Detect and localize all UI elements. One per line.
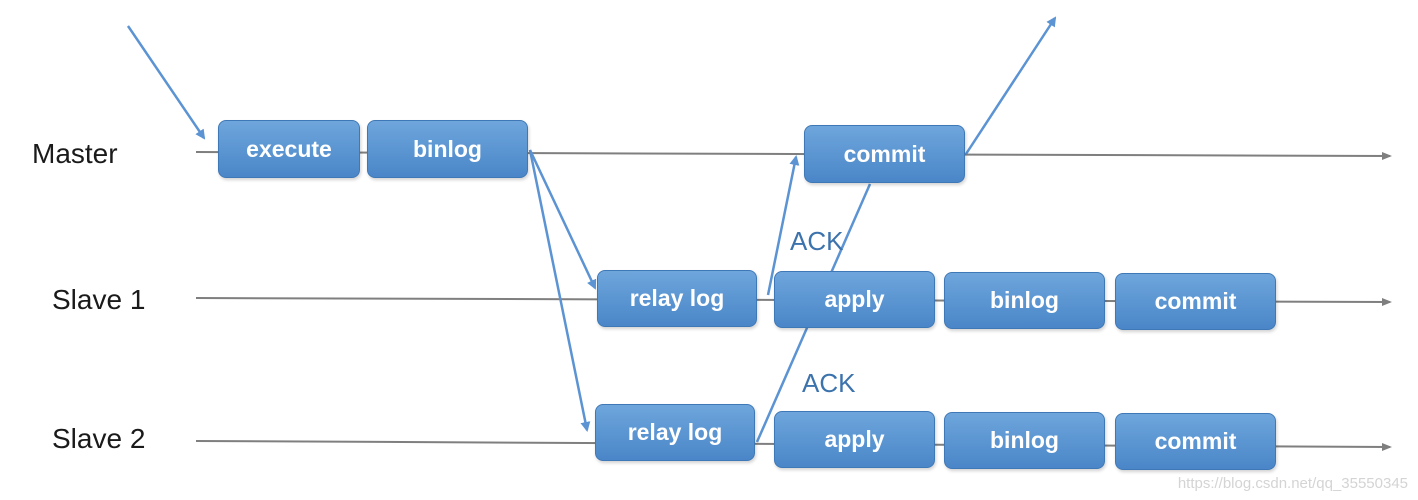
slave2-ack-label: ACK [802, 368, 856, 398]
slave2-relay-log-box: relay log [595, 404, 755, 461]
binlog-to-slave1-relay-arrow [528, 149, 597, 290]
slave1-binlog-box: binlog [944, 272, 1105, 329]
master-binlog-box: binlog [367, 120, 528, 178]
client-response-arrow [964, 16, 1057, 155]
lane-label-master: Master [32, 138, 118, 169]
master-commit-box: commit [804, 125, 965, 183]
slave1-ack-label: ACK [790, 226, 844, 256]
watermark-url: https://blog.csdn.net/qq_35550345 [1177, 475, 1408, 492]
lane-label-slave2: Slave 2 [52, 423, 146, 454]
slave1-ack-arrow [766, 155, 800, 296]
slave2-apply-box: apply [774, 411, 935, 468]
client-request-arrow [126, 25, 206, 140]
slave2-binlog-box: binlog [944, 412, 1105, 469]
slave1-apply-box: apply [774, 271, 935, 328]
slave1-relay-log-box: relay log [597, 270, 757, 327]
master-execute-box: execute [218, 120, 360, 178]
binlog-to-slave2-relay-arrow [528, 149, 591, 432]
lane-label-slave1: Slave 1 [52, 284, 146, 315]
slave2-commit-box: commit [1115, 413, 1276, 470]
slave1-commit-box: commit [1115, 273, 1276, 330]
